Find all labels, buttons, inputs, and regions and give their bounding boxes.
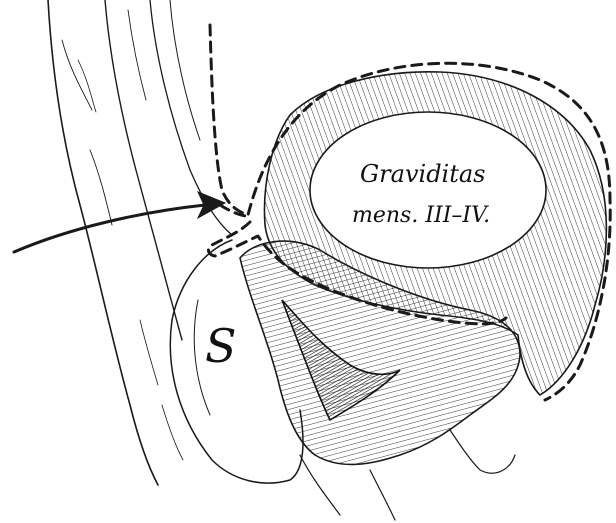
label-s: S [205, 319, 237, 373]
abdominal-wall-lines [48, 0, 232, 485]
arrow-indicator [14, 192, 225, 252]
label-graviditas: Graviditas [360, 160, 486, 188]
label-mens: mens. III–IV. [352, 203, 490, 228]
